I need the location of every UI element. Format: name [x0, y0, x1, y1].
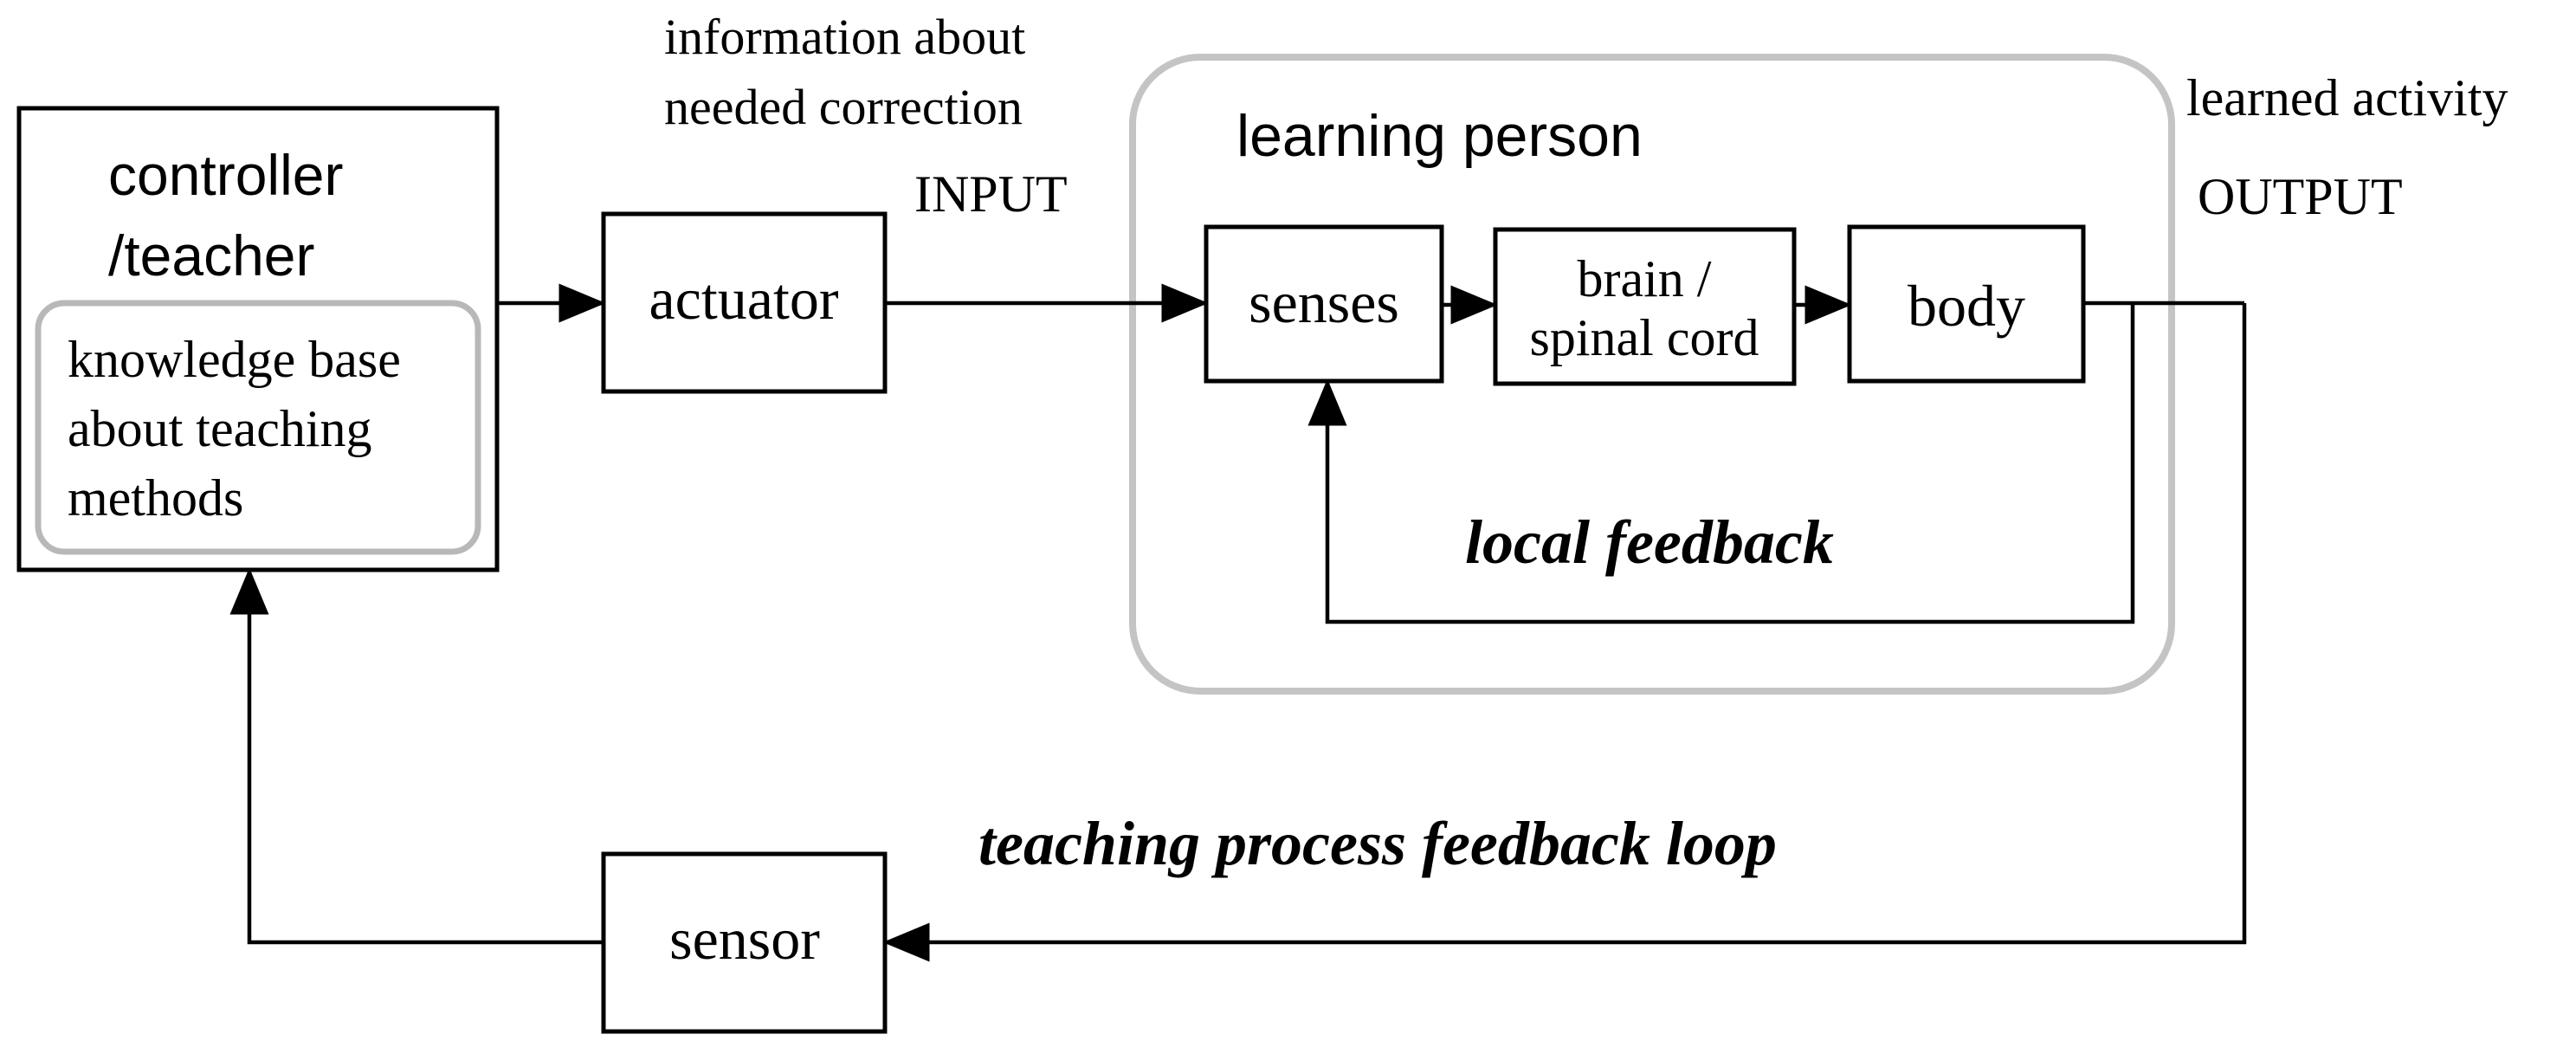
- learning-person-title: learning person: [1236, 103, 1643, 169]
- input-annotation-line2: needed correction: [664, 79, 1023, 135]
- senses-label: senses: [1249, 269, 1399, 335]
- knowledge-base-line2: about teaching: [68, 400, 372, 457]
- brain-spinal-cord-box: [1493, 227, 1797, 386]
- brain-label-line2: spinal cord: [1530, 309, 1759, 366]
- sensor-box: [601, 851, 888, 1034]
- local-feedback-label: local feedback: [1465, 508, 1834, 577]
- controller-teacher-block: controller /teacher knowledge base about…: [16, 106, 500, 572]
- brain-label-line1: brain /: [1578, 250, 1712, 307]
- teaching-loop-label: teaching process feedback loop: [978, 809, 1777, 878]
- knowledge-base-line3: methods: [68, 469, 243, 527]
- senses-box: [1204, 224, 1444, 384]
- controller-box: [16, 106, 500, 572]
- output-annotation-line2: OUTPUT: [2198, 168, 2403, 225]
- controller-label-line1: controller: [108, 143, 343, 207]
- arrow-sensor-to-controller: [229, 567, 604, 945]
- sensor-label: sensor: [669, 906, 820, 972]
- input-annotation-line3: INPUT: [914, 165, 1068, 223]
- local-feedback-arrow: [1307, 303, 2135, 624]
- knowledge-base-box: [35, 300, 481, 555]
- actuator-label: actuator: [649, 266, 839, 332]
- knowledge-base-line1: knowledge base: [68, 331, 401, 388]
- learning-person-container: [1129, 54, 2175, 695]
- output-annotation-line1: learned activity: [2186, 69, 2508, 126]
- arrow-output-to-sensor: [882, 303, 2247, 962]
- input-annotation-line1: information about: [664, 9, 1025, 65]
- controller-label-line2: /teacher: [108, 223, 314, 288]
- body-label: body: [1908, 273, 2025, 339]
